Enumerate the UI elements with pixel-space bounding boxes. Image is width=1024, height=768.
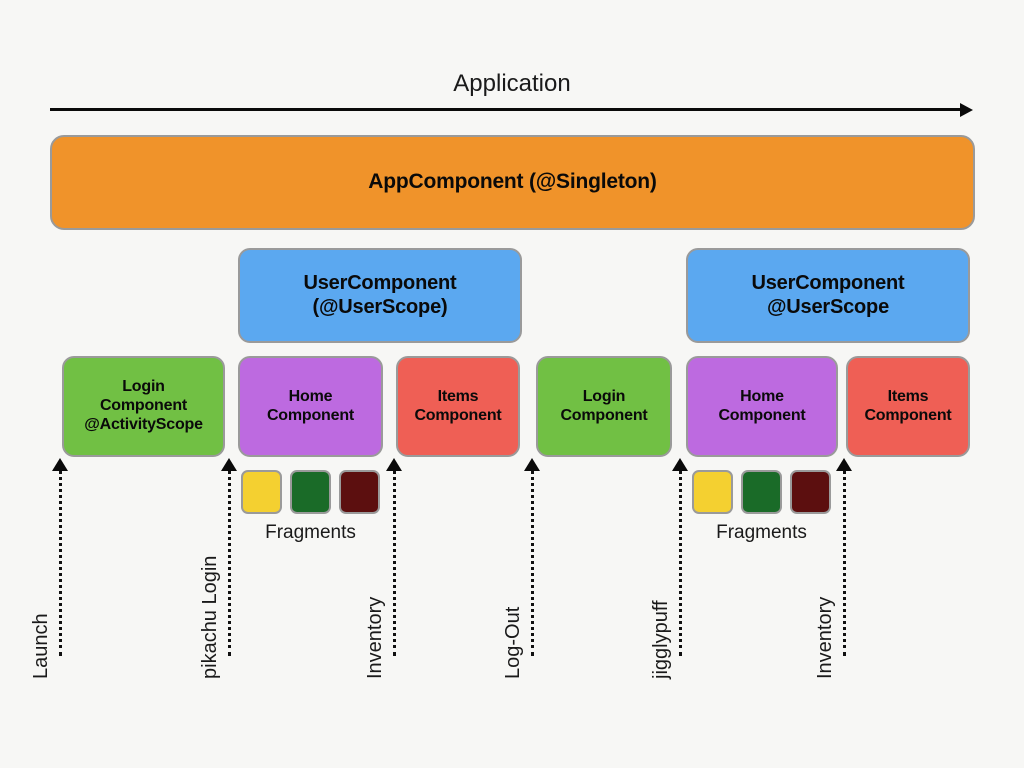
user-component-box-1[interactable]: UserComponent (@UserScope): [238, 248, 522, 343]
event-arrow-head-log-out: [524, 458, 540, 471]
application-scope-arrow-head: [960, 103, 973, 117]
event-arrow-line-jigglypuff: [679, 470, 682, 656]
event-label-inventory-1: Inventory: [364, 596, 386, 679]
event-arrow-head-pikachu-login: [221, 458, 237, 471]
event-arrow-head-launch: [52, 458, 68, 471]
fragments-label-2: Fragments: [716, 522, 807, 543]
event-label-jigglypuff: jigglypuff: [650, 600, 672, 679]
login-component-box-1[interactable]: Login Component @ActivityScope: [62, 356, 225, 457]
event-arrow-line-log-out: [531, 470, 534, 656]
items-component-box-2[interactable]: Items Component: [846, 356, 970, 457]
fragment-green-2[interactable]: [741, 470, 782, 514]
event-arrow-line-inventory-1: [393, 470, 396, 656]
home-component-box-2[interactable]: Home Component: [686, 356, 838, 457]
login-component-box-2[interactable]: Login Component: [536, 356, 672, 457]
event-arrow-head-inventory-1: [386, 458, 402, 471]
event-label-log-out: Log-Out: [502, 606, 524, 679]
fragment-yellow-1[interactable]: [241, 470, 282, 514]
event-label-pikachu-login: pikachu Login: [199, 555, 221, 679]
event-label-inventory-2: Inventory: [814, 596, 836, 679]
event-label-launch: Launch: [30, 613, 52, 679]
app-component-box[interactable]: AppComponent (@Singleton): [50, 135, 975, 230]
items-component-box-1[interactable]: Items Component: [396, 356, 520, 457]
event-arrow-head-jigglypuff: [672, 458, 688, 471]
application-scope-title: Application: [453, 70, 571, 97]
event-arrow-line-launch: [59, 470, 62, 656]
event-arrow-head-inventory-2: [836, 458, 852, 471]
application-scope-arrow-line: [50, 108, 965, 111]
fragments-label-1: Fragments: [265, 522, 356, 543]
fragment-maroon-2[interactable]: [790, 470, 831, 514]
fragment-yellow-2[interactable]: [692, 470, 733, 514]
user-component-box-2[interactable]: UserComponent @UserScope: [686, 248, 970, 343]
home-component-box-1[interactable]: Home Component: [238, 356, 383, 457]
event-arrow-line-pikachu-login: [228, 470, 231, 656]
event-arrow-line-inventory-2: [843, 470, 846, 656]
fragment-green-1[interactable]: [290, 470, 331, 514]
fragment-maroon-1[interactable]: [339, 470, 380, 514]
